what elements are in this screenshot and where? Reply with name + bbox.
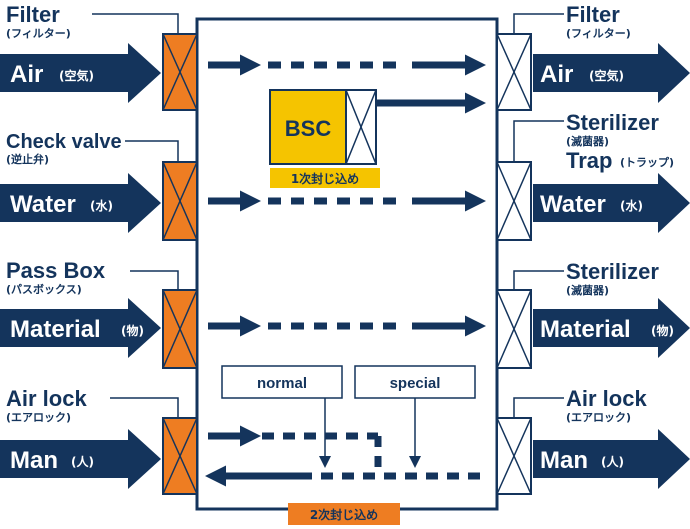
left-air-label: Air — [10, 61, 43, 88]
right-sterilizer1-jp: (滅菌器) — [566, 134, 609, 148]
right-trap-label: Trap — [566, 148, 612, 173]
left-pass-box-leader — [130, 270, 179, 290]
right-man-arrow — [533, 429, 690, 489]
right-trap-jp: (トラップ) — [620, 155, 674, 169]
left-man-arrow — [0, 429, 161, 489]
right-material-label: Material — [540, 316, 631, 343]
normal-pointer-head — [319, 456, 331, 468]
left-filter-label: Filter — [6, 2, 60, 27]
left-check-valve-box — [162, 161, 198, 241]
primary-containment-tag: 1次封じ込め — [270, 168, 380, 188]
left-filter-box — [162, 33, 198, 111]
left-air-lock-label: Air lock — [6, 386, 87, 411]
right-filter-label: Filter — [566, 2, 620, 27]
right-material-arrow — [533, 298, 690, 358]
right-sterilizer-box — [496, 289, 532, 369]
left-pass-box-jp: (パスボックス) — [6, 282, 82, 296]
right-sterilizer-trap-leader — [513, 120, 564, 162]
right-man-label: Man — [540, 447, 588, 474]
right-air-jp: (空気) — [589, 68, 624, 83]
special-pointer-head — [409, 456, 421, 468]
right-sterilizer2-jp: (滅菌器) — [566, 283, 609, 297]
right-trap-box — [496, 161, 532, 241]
left-filter-leader — [92, 13, 179, 34]
left-check-valve-leader — [125, 140, 179, 162]
man-flow-arrows — [205, 425, 480, 487]
right-air-label: Air — [540, 61, 573, 88]
left-check-valve-label: Check valve — [6, 131, 122, 153]
left-pass-box-label: Pass Box — [6, 258, 106, 283]
normal-label: normal — [257, 375, 307, 392]
left-air-lock-box — [162, 417, 198, 495]
right-air-lock-box — [496, 417, 532, 495]
right-filter-leader — [513, 13, 564, 34]
air-flow-arrows — [208, 54, 486, 114]
right-water-arrow — [533, 173, 690, 233]
right-sterilizer2-label: Sterilizer — [566, 259, 659, 284]
right-sterilizer1-label: Sterilizer — [566, 110, 659, 135]
normal-route-box: normal — [221, 365, 343, 399]
right-material-jp: (物) — [651, 323, 674, 338]
left-material-arrow — [0, 298, 161, 358]
secondary-containment-tag: 2次封じ込め — [288, 503, 400, 525]
left-water-jp: (水) — [90, 198, 113, 213]
special-route-box: special — [354, 365, 476, 399]
right-filter-box — [496, 33, 532, 111]
left-filter-jp: (フィルター) — [6, 27, 71, 40]
primary-containment-label: 1次封じ込め — [291, 171, 359, 186]
left-pass-box — [162, 289, 198, 369]
left-air-lock-leader — [110, 397, 179, 418]
right-water-label: Water — [540, 191, 606, 218]
right-air-lock-leader — [513, 397, 564, 418]
left-material-label: Material — [10, 316, 101, 343]
left-material-jp: (物) — [121, 323, 144, 338]
secondary-containment-label: 2次封じ込め — [310, 507, 378, 522]
left-air-arrow — [0, 43, 161, 103]
right-air-arrow — [533, 43, 690, 103]
left-man-label: Man — [10, 447, 58, 474]
left-water-label: Water — [10, 191, 76, 218]
right-filter-jp: (フィルター) — [566, 27, 631, 40]
right-man-jp: (人) — [601, 454, 624, 469]
left-air-lock-jp: (エアロック) — [6, 411, 71, 424]
bsc-cabinet: BSC — [269, 89, 377, 165]
left-water-arrow — [0, 173, 161, 233]
left-check-valve-jp: (逆止弁) — [6, 152, 49, 166]
special-label: special — [390, 375, 441, 392]
bsc-label: BSC — [285, 116, 332, 141]
right-water-jp: (水) — [620, 198, 643, 213]
right-air-lock-label: Air lock — [566, 386, 647, 411]
right-sterilizer2-leader — [513, 270, 564, 290]
left-air-jp: (空気) — [59, 68, 94, 83]
left-man-jp: (人) — [71, 454, 94, 469]
right-air-lock-jp: (エアロック) — [566, 411, 631, 424]
